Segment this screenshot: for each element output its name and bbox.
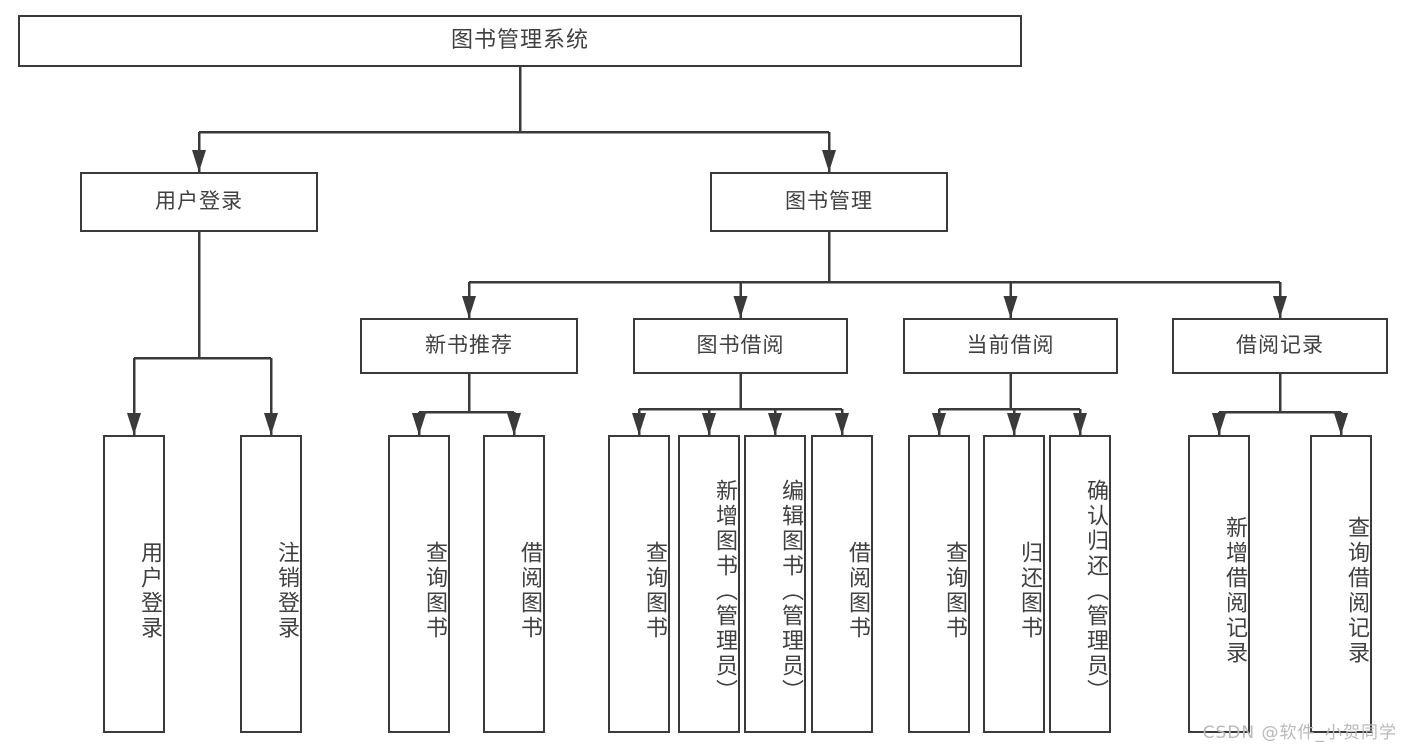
node-label: 归还图书 xyxy=(1017,541,1042,641)
node-leaf-query-book-rec[interactable]: 查询图书 xyxy=(388,435,450,733)
node-label: 新增借阅记录 xyxy=(1222,516,1247,666)
node-new-book-recommend[interactable]: 新书推荐 xyxy=(360,318,578,374)
node-label: 借阅图书 xyxy=(517,541,542,641)
node-root[interactable]: 图书管理系统 xyxy=(18,15,1022,67)
node-current-borrow[interactable]: 当前借阅 xyxy=(903,318,1118,374)
node-label: 查询图书 xyxy=(642,541,667,641)
node-leaf-add-book[interactable]: 新增图书（管理员） xyxy=(678,435,740,733)
node-label: 用户登录 xyxy=(137,541,162,641)
node-leaf-return-book[interactable]: 归还图书 xyxy=(983,435,1045,733)
node-leaf-query-book-current[interactable]: 查询图书 xyxy=(908,435,970,733)
node-leaf-query-book-borrow[interactable]: 查询图书 xyxy=(608,435,670,733)
node-leaf-borrow-book-rec[interactable]: 借阅图书 xyxy=(483,435,545,733)
node-label: 查询图书 xyxy=(422,541,447,641)
node-book-borrow[interactable]: 图书借阅 xyxy=(633,318,848,374)
node-book-management[interactable]: 图书管理 xyxy=(710,172,948,232)
node-leaf-add-record[interactable]: 新增借阅记录 xyxy=(1188,435,1250,733)
node-label: 新书推荐 xyxy=(425,333,513,358)
node-label: 图书借阅 xyxy=(696,333,785,358)
node-label: 查询借阅记录 xyxy=(1344,516,1369,666)
node-label: 用户登录 xyxy=(155,189,243,214)
node-leaf-confirm-return[interactable]: 确认归还（管理员） xyxy=(1049,435,1111,733)
node-label: 新增图书（管理员） xyxy=(712,478,737,704)
node-label: 借阅记录 xyxy=(1236,333,1324,358)
node-label: 编辑图书（管理员） xyxy=(778,478,803,704)
node-label: 图书管理 xyxy=(785,189,873,214)
node-leaf-borrow-book[interactable]: 借阅图书 xyxy=(811,435,873,733)
node-leaf-query-record[interactable]: 查询借阅记录 xyxy=(1310,435,1372,733)
node-leaf-user-login[interactable]: 用户登录 xyxy=(103,435,165,733)
node-user-login[interactable]: 用户登录 xyxy=(80,172,318,232)
node-label: 确认归还（管理员） xyxy=(1083,478,1108,704)
node-label: 图书管理系统 xyxy=(450,27,589,53)
node-leaf-edit-book[interactable]: 编辑图书（管理员） xyxy=(744,435,806,733)
node-label: 注销登录 xyxy=(274,541,299,641)
node-borrow-record[interactable]: 借阅记录 xyxy=(1172,318,1388,374)
node-label: 借阅图书 xyxy=(845,541,870,641)
watermark-text: CSDN @软件_小贺同学 xyxy=(1202,723,1397,743)
node-leaf-logout[interactable]: 注销登录 xyxy=(240,435,302,733)
node-label: 查询图书 xyxy=(942,541,967,641)
node-label: 当前借阅 xyxy=(966,333,1055,358)
